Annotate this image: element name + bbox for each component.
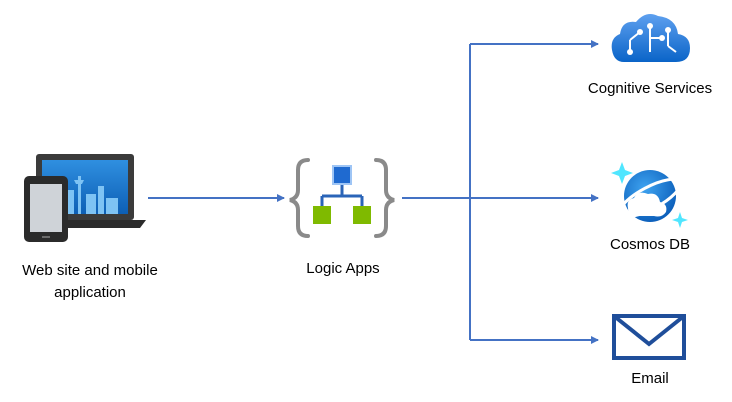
logic-apps-icon [289, 158, 395, 238]
cosmos-db-icon [611, 162, 688, 228]
email-label: Email [631, 370, 669, 387]
web-app-label: Web site and mobile application [0, 260, 180, 304]
cognitive-services-label: Cognitive Services [587, 80, 713, 97]
arrows [148, 40, 599, 344]
envelope-icon [612, 314, 686, 360]
logic-apps-label: Logic Apps [306, 260, 380, 277]
web-app-label-line2: application [54, 284, 126, 301]
cosmos-db-label: Cosmos DB [609, 236, 691, 253]
web-app-label-line1: Web site and mobile [22, 262, 158, 279]
cognitive-services-cloud-icon [611, 14, 690, 62]
laptop-and-phone-icon [24, 154, 146, 242]
